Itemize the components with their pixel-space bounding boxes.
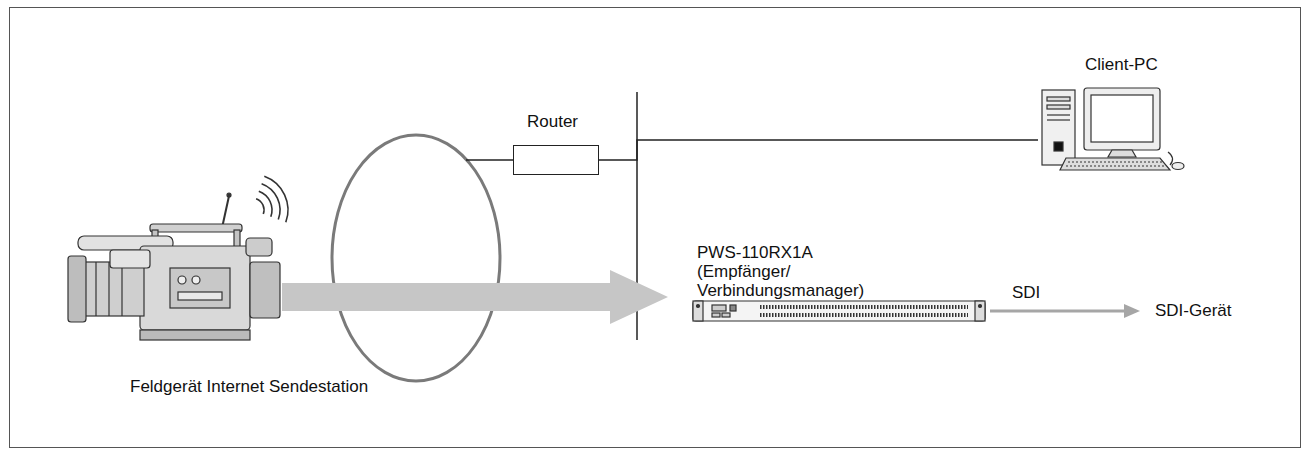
node-label: SDI-Gerät xyxy=(1155,301,1232,320)
radio-wave xyxy=(259,191,272,217)
pc-screen xyxy=(1091,95,1153,142)
network-line xyxy=(599,140,1038,160)
pc-drive xyxy=(1047,97,1070,101)
camera-node: Feldgerät Internet Sendestation xyxy=(62,225,282,400)
arrow-body xyxy=(282,270,668,324)
node-label: Client-PC xyxy=(1085,55,1158,74)
rack-port xyxy=(712,313,720,317)
camera-viewfinder xyxy=(110,250,150,268)
pc-slot xyxy=(1047,119,1070,120)
pc-drive xyxy=(1047,105,1070,109)
pc-button xyxy=(1054,142,1063,151)
pc-stand xyxy=(1108,150,1136,157)
radio-wave xyxy=(256,199,264,214)
camera-knob xyxy=(192,276,200,284)
pc-tower xyxy=(1042,90,1075,165)
lens-ring xyxy=(121,262,122,316)
client-pc-illustration xyxy=(1042,88,1184,170)
camera-antenna-tip xyxy=(227,193,231,197)
lens-ring xyxy=(95,262,96,316)
camera-handle-post xyxy=(234,230,240,248)
camera-knob xyxy=(178,276,186,284)
connector-line xyxy=(990,310,1126,313)
rack-ear xyxy=(975,301,985,321)
internet-ellipse xyxy=(332,135,500,381)
router-node: Router xyxy=(513,112,599,176)
radio-waves xyxy=(256,176,288,222)
rack-control xyxy=(730,305,736,311)
node-label: Router xyxy=(527,112,578,131)
pc-mouse-cable xyxy=(1168,152,1173,165)
rack-control xyxy=(712,305,726,311)
pc-keyboard xyxy=(1060,158,1170,170)
camera-body xyxy=(140,246,250,330)
pc-mouse xyxy=(1172,163,1184,170)
client-pc-node: Client-PC xyxy=(1038,55,1173,172)
camera-lens xyxy=(82,262,144,316)
internet-wire xyxy=(466,159,513,161)
rack-grille xyxy=(760,305,968,309)
camera-switches xyxy=(178,292,222,300)
signal-arrow xyxy=(282,270,668,324)
pc-keys xyxy=(1066,165,1165,166)
rack-port xyxy=(722,313,730,317)
arrow-head xyxy=(1124,304,1140,318)
rack-ear xyxy=(693,301,703,321)
sdi-device-node: SDI-Gerät xyxy=(1140,301,1250,321)
radio-wave xyxy=(264,176,288,222)
rack-unit xyxy=(693,301,985,321)
node-label: PWS-110RX1A (Empfänger/ Verbindungsmanag… xyxy=(697,243,882,300)
pc-keys xyxy=(1068,161,1162,162)
camera-illustration xyxy=(68,193,280,340)
camera-base xyxy=(140,330,250,340)
router-box xyxy=(513,145,599,175)
camera-handle xyxy=(150,224,242,232)
lens-ring xyxy=(108,262,109,316)
lens-hood xyxy=(68,256,86,322)
camera-battery xyxy=(250,262,280,318)
radio-wave xyxy=(262,184,280,220)
node-label: Feldgerät Internet Sendestation xyxy=(130,377,368,396)
edge-label: SDI xyxy=(1012,283,1040,302)
camera-eyepiece xyxy=(246,238,272,256)
pc-monitor xyxy=(1084,88,1160,150)
pc-slot xyxy=(1047,114,1070,115)
camera-antenna xyxy=(222,196,229,228)
rack-screw xyxy=(979,305,982,308)
camera-side-panel xyxy=(170,268,230,308)
rack-screw xyxy=(697,305,700,308)
outer-frame xyxy=(10,8,1301,448)
receiver-illustration xyxy=(693,301,985,321)
connector-line xyxy=(599,140,1038,160)
rack-grille xyxy=(760,313,968,317)
receiver-node: PWS-110RX1A (Empfänger/ Verbindungsmanag… xyxy=(668,243,990,323)
sdi-arrow xyxy=(990,304,1140,318)
